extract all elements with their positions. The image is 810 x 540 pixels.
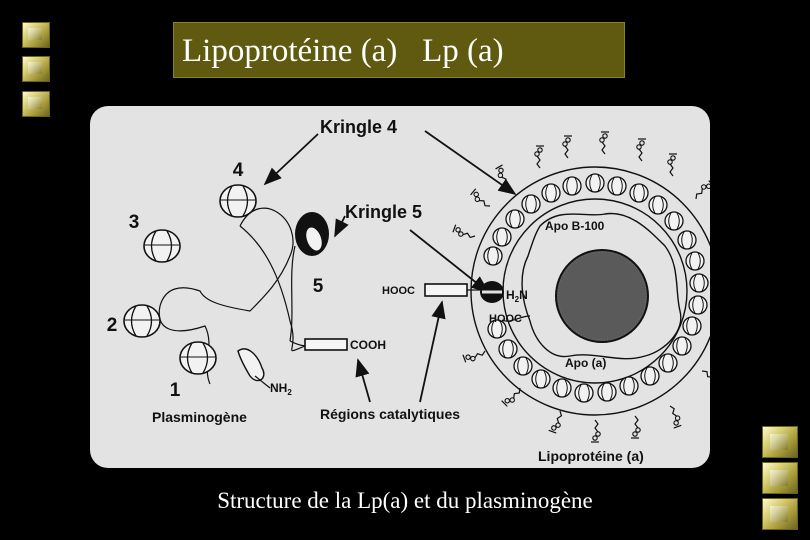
nav-button-bottom-right-1[interactable]	[762, 426, 798, 458]
label-kringle-num-4: 4	[233, 160, 244, 181]
nav-button-top-left-1[interactable]	[22, 22, 50, 48]
label-lipoproteine-a: Lipoprotéine (a)	[538, 448, 644, 464]
label-cooh: COOH	[350, 338, 386, 352]
figure-caption: Structure de la Lp(a) et du plasminogène	[217, 488, 593, 513]
plasminogen-structure	[123, 184, 348, 389]
label-kringle-num-3: 3	[129, 212, 140, 233]
nav-button-top-left-2[interactable]	[22, 56, 50, 82]
label-kringle-num-5: 5	[313, 276, 324, 297]
label-plasminogene: Plasminogène	[152, 409, 247, 425]
nav-button-top-left-3[interactable]	[22, 91, 50, 117]
label-h2n: H2N	[506, 288, 528, 304]
label-apo-b-100: Apo B-100	[545, 219, 605, 233]
label-kringle-4: Kringle 4	[320, 117, 397, 137]
title-box: Lipoprotéine (a) Lp (a)	[173, 22, 625, 78]
lipoprotein-a-particle	[424, 131, 710, 443]
label-apo-a: Apo (a)	[565, 356, 606, 370]
label-nh2: NH2	[270, 381, 292, 397]
label-kringle-num-1: 1	[170, 380, 181, 401]
label-hooc-left: HOOC	[382, 285, 415, 297]
annotation-arrows	[263, 130, 517, 403]
slide-title: Lipoprotéine (a) Lp (a)	[182, 33, 504, 69]
nav-button-bottom-right-2[interactable]	[762, 462, 798, 494]
label-regions-catalytiques: Régions catalytiques	[320, 406, 460, 422]
label-kringle-5: Kringle 5	[345, 202, 422, 222]
nav-button-bottom-right-3[interactable]	[762, 498, 798, 530]
label-hooc-apoa: HOOC	[489, 313, 522, 325]
label-kringle-num-2: 2	[107, 315, 118, 336]
lpa-structure-diagram: 4 3 2 1 5 NH2 Plasminogène COOH Régions …	[107, 117, 710, 464]
diagram-panel: 4 3 2 1 5 NH2 Plasminogène COOH Régions …	[90, 106, 710, 468]
